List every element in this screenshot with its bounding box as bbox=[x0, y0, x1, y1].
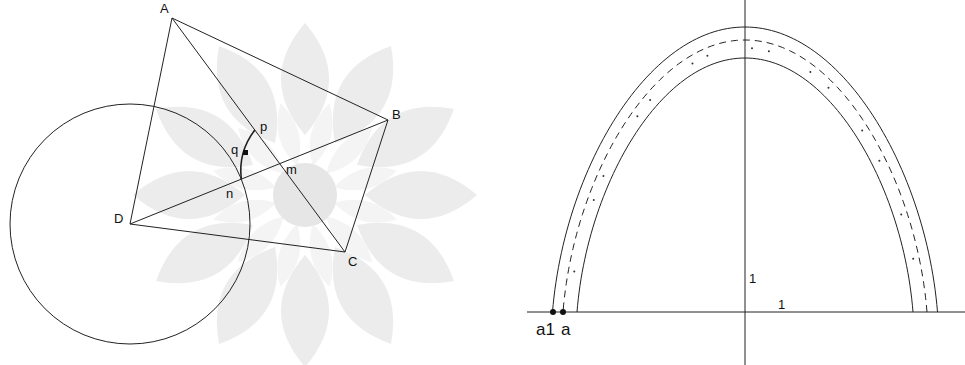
y-axis bbox=[745, 0, 746, 365]
point-label: n bbox=[226, 187, 233, 200]
arch-dot bbox=[649, 99, 651, 101]
arch-dot bbox=[573, 271, 575, 273]
watermark-petal bbox=[326, 128, 372, 174]
quadrilateral bbox=[130, 18, 388, 252]
axes bbox=[527, 0, 965, 365]
arch-dot bbox=[768, 50, 770, 52]
point-label: p bbox=[260, 120, 267, 133]
watermark-petal bbox=[334, 167, 397, 190]
watermark-petal bbox=[310, 103, 333, 166]
point-label: a1 bbox=[536, 321, 555, 338]
watermark-petal bbox=[334, 200, 397, 223]
arch-dot bbox=[593, 199, 595, 201]
arch-curve bbox=[563, 40, 927, 312]
arch-curve bbox=[553, 27, 938, 312]
axis-unit-label: 1 bbox=[778, 298, 785, 311]
watermark-petal bbox=[310, 224, 333, 287]
arch-dot bbox=[706, 55, 708, 57]
point-label: q bbox=[231, 143, 238, 156]
diagonal-bd bbox=[130, 120, 388, 224]
arch-dot bbox=[912, 258, 914, 260]
point-label: A bbox=[160, 2, 169, 15]
watermark-petal bbox=[357, 107, 454, 167]
arch-dot bbox=[691, 62, 693, 64]
point-a bbox=[560, 309, 566, 315]
watermark-petal bbox=[333, 247, 393, 344]
arch-curve bbox=[577, 58, 913, 312]
point-label: C bbox=[348, 255, 357, 268]
point-a1 bbox=[550, 309, 556, 315]
watermark-petal bbox=[277, 224, 300, 287]
arch-dots bbox=[573, 47, 914, 272]
arch-curves bbox=[553, 27, 938, 312]
x-axis bbox=[527, 312, 965, 313]
watermark-petal bbox=[217, 46, 277, 143]
point-label: B bbox=[392, 108, 401, 121]
point-label: D bbox=[114, 212, 123, 225]
watermark-petal bbox=[238, 128, 284, 174]
point-q-marker bbox=[243, 150, 248, 155]
arch-dot bbox=[878, 160, 880, 162]
arch-dot bbox=[861, 129, 863, 131]
diagonal-ac bbox=[172, 18, 345, 252]
watermark-ornament bbox=[133, 23, 477, 365]
quadrilateral-figure bbox=[10, 18, 388, 344]
watermark-center bbox=[273, 163, 337, 227]
point-label: m bbox=[286, 163, 297, 176]
arch-dot bbox=[602, 175, 604, 177]
point-label: a bbox=[561, 321, 570, 338]
arch-dot bbox=[636, 115, 638, 117]
axis-unit-label: 1 bbox=[749, 272, 756, 285]
arch-dot bbox=[751, 47, 753, 49]
arch-dot bbox=[827, 87, 829, 89]
arch-dot bbox=[900, 213, 902, 215]
arch-dot bbox=[809, 71, 811, 73]
watermark-petal bbox=[213, 200, 276, 223]
arc-np bbox=[241, 130, 255, 179]
